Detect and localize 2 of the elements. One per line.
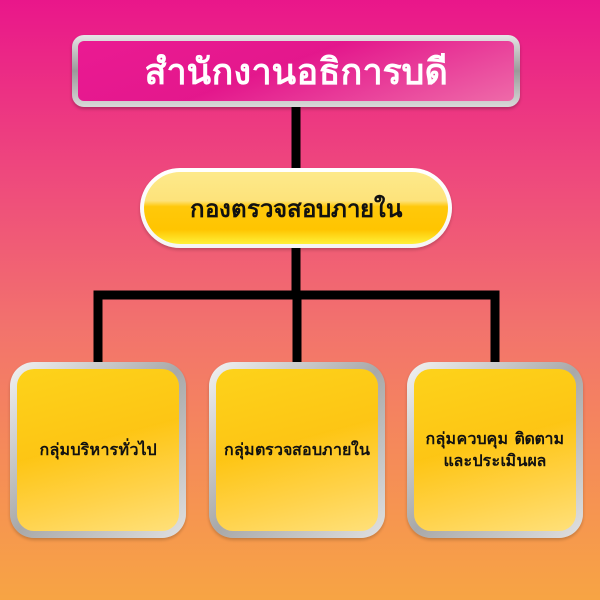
connector-line [292,107,300,168]
connector-line [94,248,500,362]
